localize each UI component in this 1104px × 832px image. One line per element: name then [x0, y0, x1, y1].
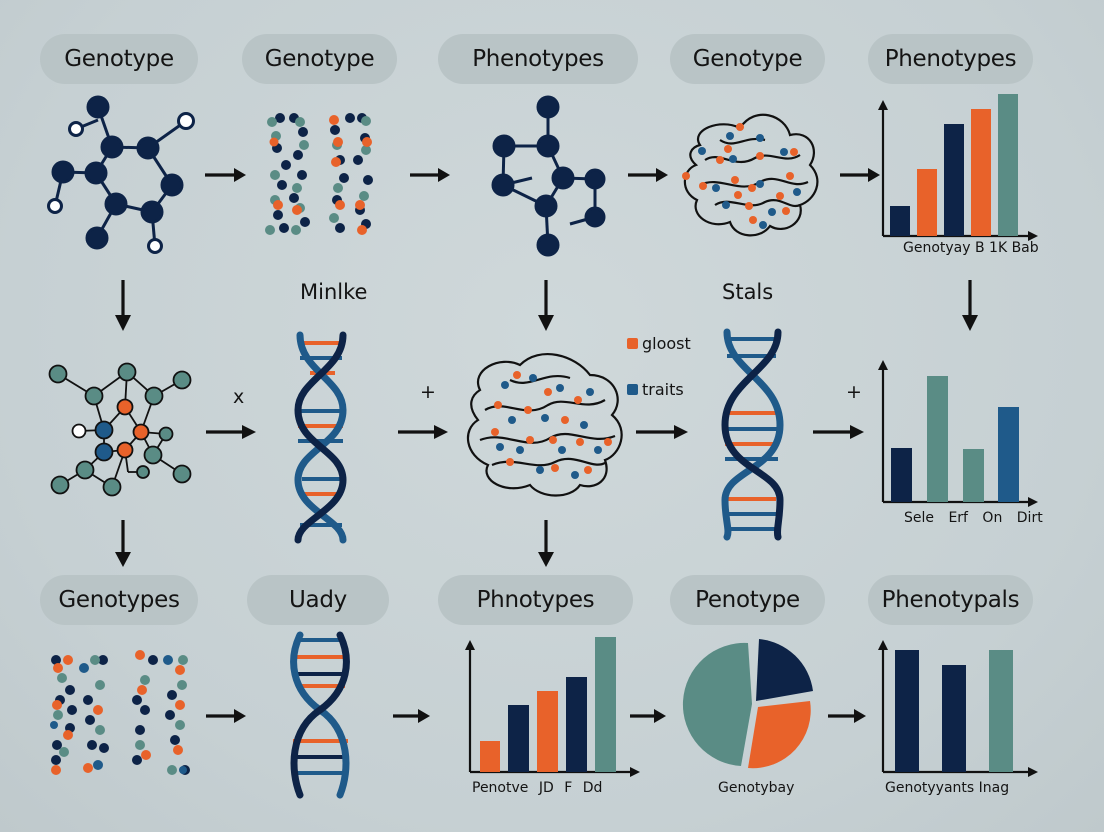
chromosome-pairs-icon	[265, 113, 373, 235]
pill-phenotypals: Phenotypals	[868, 575, 1033, 625]
protein-blob-icon	[466, 353, 623, 497]
chart3-xlabels: Penotve JD F Dd	[472, 780, 603, 796]
protein-dots	[491, 371, 612, 479]
bar-chart-icon	[465, 637, 640, 777]
chart1-xlabels: Genotyay B 1K Bab	[903, 240, 1039, 256]
dna-helix-icon	[721, 328, 784, 541]
protein-dots	[682, 123, 801, 229]
operator-plus-1: +	[420, 381, 436, 403]
pill-penotype: Penotype	[670, 575, 825, 625]
legend-swatch-blue	[627, 384, 638, 395]
label-minlke: Minlke	[300, 280, 368, 304]
pie-label: Genotybay	[718, 780, 795, 796]
pill-phenotypes-1: Phenotypes	[438, 34, 638, 84]
dna-helix-icon	[290, 631, 350, 799]
arrow-down-icon	[115, 280, 978, 567]
operator-multiply: x	[233, 386, 245, 408]
legend-item-traits: traits	[627, 380, 684, 399]
molecule-network-icon	[48, 362, 192, 497]
chart5-xlabels: Genotyyants Inag	[885, 780, 1010, 796]
pill-phenotypes-2: Phenotypes	[868, 34, 1033, 84]
arrow-icon	[205, 168, 880, 723]
pill-uady: Uady	[247, 575, 389, 625]
pill-genotype-2: Genotype	[242, 34, 397, 84]
bar-chart-icon	[878, 360, 1038, 507]
pill-genotype-1: Genotype	[40, 34, 198, 84]
chart2-xlabels: Sele Erf On Dirt	[904, 510, 1043, 526]
pill-phnotypes: Phnotypes	[438, 575, 633, 625]
dna-helix-icon	[294, 331, 347, 544]
legend-item-gloost: gloost	[627, 334, 691, 353]
legend-label: gloost	[642, 334, 691, 353]
operator-plus-2: +	[846, 381, 862, 403]
chromosome-pairs-icon	[50, 650, 190, 775]
legend-label: traits	[642, 380, 684, 399]
pill-genotype-3: Genotype	[670, 34, 825, 84]
bar-chart-icon	[878, 640, 1038, 777]
label-stals: Stals	[722, 280, 774, 304]
bar-chart-icon	[878, 94, 1038, 241]
pie-chart-icon	[682, 639, 813, 769]
legend-swatch-orange	[627, 338, 638, 349]
molecule-icon	[491, 95, 606, 257]
molecule-icon	[47, 95, 195, 254]
pill-genotypes: Genotypes	[40, 575, 198, 625]
